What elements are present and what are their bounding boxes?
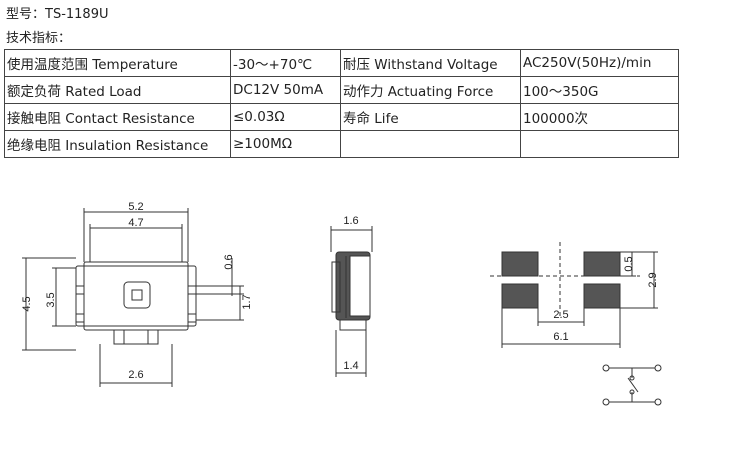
dim-pin-width: 0.6 [223, 254, 235, 269]
table-row: 额定负荷 Rated Load DC12V 50mA 动作力 Actuating… [4, 76, 679, 104]
table-cell [520, 130, 679, 158]
table-cell: 绝缘电阻 Insulation Resistance [4, 130, 231, 158]
table-cell: ≥100MΩ [230, 130, 341, 158]
switch-symbol [602, 364, 662, 406]
dim-bottom-width: 2.6 [128, 369, 143, 381]
dim-height-outer: 4.5 [21, 296, 33, 311]
table-cell: ≤0.03Ω [230, 103, 341, 131]
table-cell [340, 130, 521, 158]
table-cell: 接触电阻 Contact Resistance [4, 103, 231, 131]
footprint-drawing [490, 242, 658, 348]
dim-inner-gap: 2.5 [553, 309, 568, 321]
model-line: 型号：TS-1189U [6, 7, 109, 22]
side-view-drawing [330, 226, 373, 377]
dim-total-width: 6.1 [553, 331, 568, 343]
dim-height-inner: 3.5 [45, 292, 57, 307]
spec-table: 使用温度范围 Temperature -30～+70℃ 耐压 Withstand… [4, 49, 679, 158]
dim-pin-pitch: 1.7 [241, 294, 253, 309]
dim-side-top: 1.6 [343, 215, 358, 227]
table-cell: 耐压 Withstand Voltage [340, 49, 521, 77]
dim-side-bottom: 1.4 [343, 360, 358, 372]
top-view-drawing [22, 208, 244, 387]
table-row: 绝缘电阻 Insulation Resistance ≥100MΩ [4, 130, 679, 158]
table-cell: 100～350G [520, 76, 679, 104]
table-cell: AC250V(50Hz)/min [520, 49, 679, 77]
table-cell: DC12V 50mA [230, 76, 341, 104]
table-cell: 额定负荷 Rated Load [4, 76, 231, 104]
table-row: 使用温度范围 Temperature -30～+70℃ 耐压 Withstand… [4, 49, 679, 77]
dim-span-height: 2.9 [647, 272, 659, 287]
dim-pad-height: 0.5 [623, 256, 635, 271]
table-cell: 使用温度范围 Temperature [4, 49, 231, 77]
dim-width-outer: 5.2 [128, 201, 143, 213]
table-cell: 动作力 Actuating Force [340, 76, 521, 104]
spec-heading: 技术指标： [6, 31, 72, 46]
dim-width-inner: 4.7 [128, 217, 143, 229]
